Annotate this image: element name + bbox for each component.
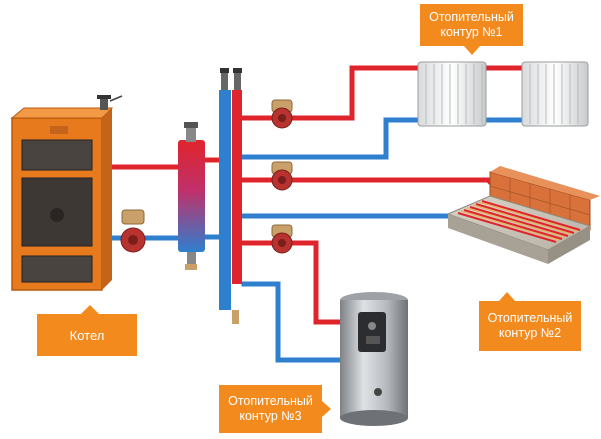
- hydraulic-separator: [178, 122, 205, 270]
- boiler-label-text: Котел: [69, 327, 105, 343]
- contour3-label-line1: Отопительный: [228, 394, 313, 408]
- boiler-circulation-pump: [120, 209, 146, 253]
- contour3-label-line2: контур №3: [239, 409, 302, 423]
- contour3-label-pointer: [322, 401, 331, 417]
- contour2-label-pointer: [499, 292, 515, 301]
- contour2-label-line2: контур №2: [498, 326, 562, 340]
- contour3-pump: [271, 224, 293, 254]
- water-heater-tank: [340, 292, 408, 426]
- underfloor-heating: [446, 166, 600, 264]
- radiator-2: [521, 61, 589, 127]
- contour3-return-pipe: [241, 281, 345, 363]
- boiler: [10, 107, 114, 291]
- contour1-label: Отопительный контур №1: [420, 4, 523, 55]
- contour3-label: Отопительный контур №3: [219, 385, 331, 433]
- radiator-1: [417, 61, 487, 127]
- contour1-return-pipe: [241, 117, 421, 160]
- boiler-label: Котел: [37, 305, 137, 356]
- contour2-label-line1: Отопительный: [487, 311, 573, 325]
- contour1-supply-pipe: [241, 65, 421, 121]
- contour1-label-line1: Отопительный: [429, 10, 514, 24]
- distribution-manifold: [219, 68, 242, 324]
- contour2-label: Отопительный контур №2: [479, 292, 581, 351]
- boiler-thermostat: [97, 95, 123, 110]
- contour1-label-line2: контур №1: [440, 25, 503, 39]
- contour1-label-pointer: [464, 46, 480, 55]
- boiler-label-pointer: [81, 305, 99, 314]
- contour1-pump: [271, 99, 293, 129]
- contour2-pump: [271, 161, 293, 191]
